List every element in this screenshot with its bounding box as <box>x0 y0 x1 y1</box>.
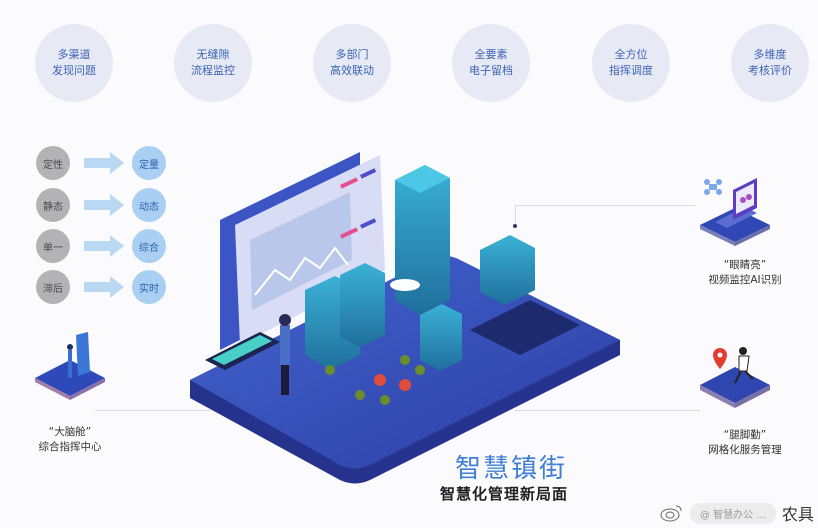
feature-line1: 多部门 <box>335 48 369 61</box>
feature-line1: 多维度 <box>753 48 787 61</box>
module-desc: 综合指挥中心 <box>38 441 102 453</box>
drone-icon <box>704 179 722 195</box>
feature-circle-3: 多部门 高效联动 <box>313 24 391 102</box>
feature-circle-2: 无缝隙 流程监控 <box>174 24 252 102</box>
location-pin-icon <box>713 348 727 369</box>
feature-line1: 无缝隙 <box>196 48 230 61</box>
feature-circle-1: 多渠道 发现问题 <box>35 24 113 102</box>
feature-circle-6: 多维度 考核评价 <box>731 24 809 102</box>
transformation-row-4: 滞后 实时 <box>36 270 166 304</box>
watermark: @ 智慧办公 ... 农具 <box>660 500 814 526</box>
watermark-text: @ 智慧办公 ... <box>690 502 776 524</box>
feature-line2: 流程监控 <box>191 64 235 77</box>
watermark-end: 农具 <box>781 505 814 524</box>
main-title: 智慧镇街 <box>455 454 568 484</box>
right-arrow-icon <box>84 235 124 257</box>
module-video-ai: “眼睛亮” 视频监控AI识别 <box>680 258 810 288</box>
connector-line-left <box>95 410 210 411</box>
transformation-from: 定性 <box>36 146 70 180</box>
transformation-row-3: 单一 综合 <box>36 229 166 263</box>
module-quote: “大脑舱” <box>48 426 92 438</box>
feature-circle-4: 全要素 电子留档 <box>452 24 530 102</box>
transformation-to: 定量 <box>132 146 166 180</box>
transformation-to: 综合 <box>132 229 166 263</box>
feature-circle-5: 全方位 指挥调度 <box>592 24 670 102</box>
transformation-row-2: 静态 动态 <box>36 188 166 222</box>
weibo-logo-icon <box>660 505 682 522</box>
feature-line2: 电子留档 <box>469 64 513 77</box>
module-desc: 视频监控AI识别 <box>708 274 782 286</box>
module-quote: “腿脚勤” <box>723 429 767 441</box>
feature-line1: 全要素 <box>474 48 508 61</box>
feature-line2: 考核评价 <box>748 64 792 77</box>
module-grid-service: “腿脚勤” 网格化服务管理 <box>680 428 810 458</box>
transformation-row-1: 定性 定量 <box>36 146 166 180</box>
transformation-from: 静态 <box>36 188 70 222</box>
feature-line1: 全方位 <box>614 48 648 61</box>
grid-service-icon <box>700 347 770 408</box>
transformation-from: 滞后 <box>36 270 70 304</box>
right-arrow-icon <box>84 194 124 216</box>
connector-dot <box>513 224 517 228</box>
command-center-icon <box>35 332 105 400</box>
module-desc: 网格化服务管理 <box>708 444 782 456</box>
right-arrow-icon <box>84 276 124 298</box>
module-command-center: “大脑舱” 综合指挥中心 <box>15 425 125 455</box>
feature-line2: 发现问题 <box>52 64 96 77</box>
transformation-to: 实时 <box>132 270 166 304</box>
connector-line-right-bottom <box>515 410 700 411</box>
module-quote: “眼睛亮” <box>723 259 767 271</box>
transformation-from: 单一 <box>36 229 70 263</box>
laptop-drone-icon <box>700 178 770 246</box>
sub-title: 智慧化管理新局面 <box>440 485 569 503</box>
connector-line-right-top-v <box>515 205 516 225</box>
transformation-to: 动态 <box>132 188 166 222</box>
right-arrow-icon <box>84 152 124 174</box>
feature-line1: 多渠道 <box>57 48 91 61</box>
feature-line2: 指挥调度 <box>609 64 653 77</box>
connector-line-right-top-h <box>515 205 695 206</box>
smart-town-illustration <box>190 152 620 484</box>
feature-line2: 高效联动 <box>330 64 374 77</box>
